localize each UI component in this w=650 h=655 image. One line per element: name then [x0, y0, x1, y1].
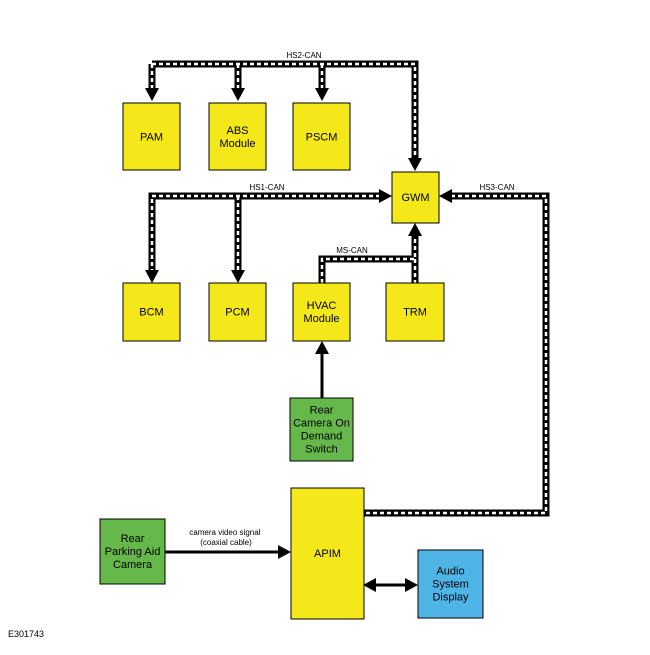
- svg-text:BCM: BCM: [139, 307, 163, 319]
- apim-module: APIM: [290, 487, 365, 620]
- svg-text:PCM: PCM: [225, 307, 249, 319]
- switch-to-hvac-link: [315, 341, 329, 398]
- svg-text:GWM: GWM: [401, 192, 429, 204]
- svg-text:TRM: TRM: [403, 307, 427, 319]
- hs1-can-label: HS1-CAN: [249, 183, 284, 192]
- apim-to-display-link: [363, 578, 418, 592]
- hs3-can-label: HS3-CAN: [479, 183, 514, 192]
- pcm-module: PCM: [208, 282, 267, 342]
- camera-video-label: camera video signal (coaxial cable): [189, 528, 262, 547]
- trm-module: TRM: [385, 282, 445, 342]
- ms-can-label: MS-CAN: [336, 246, 368, 255]
- svg-text:PAM: PAM: [140, 132, 163, 144]
- camera-to-apim-link: camera video signal (coaxial cable): [165, 528, 291, 559]
- bcm-module: BCM: [122, 282, 181, 342]
- svg-text:PSCM: PSCM: [306, 132, 338, 144]
- hs2-can-bus: HS2-CAN: [145, 51, 422, 171]
- hs1-can-bus: HS1-CAN: [145, 183, 392, 283]
- ms-can-bus: MS-CAN: [318, 223, 422, 283]
- svg-text:APIM: APIM: [314, 548, 341, 560]
- gwm-module: GWM: [391, 171, 440, 224]
- figure-id: E301743: [8, 629, 44, 639]
- hs3-can-bus: HS3-CAN: [351, 183, 550, 520]
- pscm-module: PSCM: [292, 102, 351, 171]
- hs2-can-label: HS2-CAN: [286, 51, 321, 60]
- pam-module: PAM: [122, 102, 181, 171]
